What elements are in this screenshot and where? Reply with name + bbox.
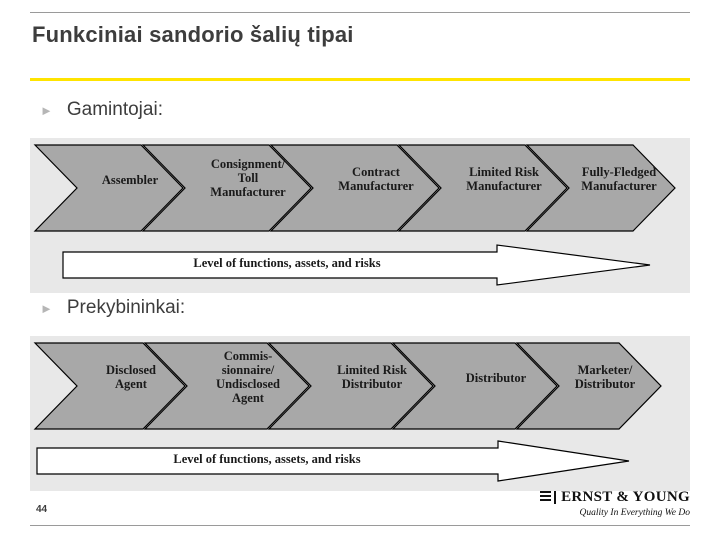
bullet-traders: ► Prekybininkai: bbox=[40, 297, 185, 319]
chevron-shape-4 bbox=[391, 342, 558, 430]
level-arrow-traders: Level of functions, assets, and risks bbox=[36, 440, 631, 482]
chevron-label-2: Consignment/ Toll Manufacturer bbox=[210, 157, 286, 199]
bullet-marker-icon: ► bbox=[40, 103, 53, 118]
header-divider bbox=[30, 12, 690, 13]
chevron-shape-2 bbox=[143, 342, 310, 430]
bullet-manufacturers: ► Gamintojai: bbox=[40, 99, 163, 121]
chevron-shape-1 bbox=[33, 342, 186, 430]
accent-divider bbox=[30, 78, 690, 81]
chevron-shape-1 bbox=[33, 144, 184, 232]
chevron-shape-5 bbox=[525, 144, 676, 232]
level-arrow-shape bbox=[62, 244, 651, 286]
chevron-chain-traders: Disclosed Agent Commis- sionnaire/ Undis… bbox=[33, 341, 663, 431]
footer-divider bbox=[30, 525, 690, 526]
chevron-label-4: Limited Risk Manufacturer bbox=[466, 165, 542, 193]
chevron-label-3: Contract Manufacturer bbox=[338, 165, 414, 193]
logo-mark: ERNST & YOUNG bbox=[540, 489, 690, 506]
chevron-shape-4 bbox=[397, 144, 568, 232]
level-arrow-manufacturers: Level of functions, assets, and risks bbox=[62, 244, 652, 286]
chevron-chain-manufacturers: Assembler Consignment/ Toll Manufacturer… bbox=[33, 143, 678, 233]
chevron-label-5: Marketer/ Distributor bbox=[574, 363, 636, 391]
level-arrow-label: Level of functions, assets, and risks bbox=[193, 256, 381, 270]
chevron-chain-manufacturers-svg bbox=[33, 144, 676, 232]
chevron-shape-5 bbox=[515, 342, 662, 430]
logo-bars-icon bbox=[540, 491, 557, 504]
chevron-shape-3 bbox=[269, 144, 440, 232]
bullet-label: Prekybininkai: bbox=[66, 297, 186, 318]
chevron-shape-3 bbox=[267, 342, 434, 430]
chevron-label-1: Disclosed Agent bbox=[106, 363, 156, 391]
chevron-chain-traders-svg bbox=[33, 342, 662, 430]
logo-name: ERNST & YOUNG bbox=[561, 489, 690, 505]
chevron-shape-2 bbox=[141, 144, 312, 232]
bullet-label: Gamintojai: bbox=[66, 99, 163, 120]
logo-tagline: Quality In Everything We Do bbox=[579, 508, 690, 518]
chevron-label-3: Limited Risk Distributor bbox=[337, 363, 407, 391]
ernst-young-logo: ERNST & YOUNG Quality In Everything We D… bbox=[540, 489, 690, 518]
chevron-label-1: Assembler bbox=[101, 173, 159, 187]
page-title: Funkciniai sandorio šalių tipai bbox=[32, 22, 354, 47]
page-number: 44 bbox=[36, 504, 48, 515]
chevron-label-2: Commis- sionnaire/ Undisclosed Agent bbox=[216, 349, 280, 405]
level-arrow-manufacturers-svg bbox=[62, 244, 651, 286]
level-arrow-label: Level of functions, assets, and risks bbox=[173, 452, 361, 466]
level-arrow-traders-svg bbox=[36, 440, 630, 482]
bullet-marker-icon: ► bbox=[40, 301, 53, 316]
chevron-label-5: Fully-Fledged Manufacturer bbox=[581, 165, 657, 193]
level-arrow-shape bbox=[36, 440, 630, 482]
chevron-label-4: Distributor bbox=[465, 371, 527, 385]
